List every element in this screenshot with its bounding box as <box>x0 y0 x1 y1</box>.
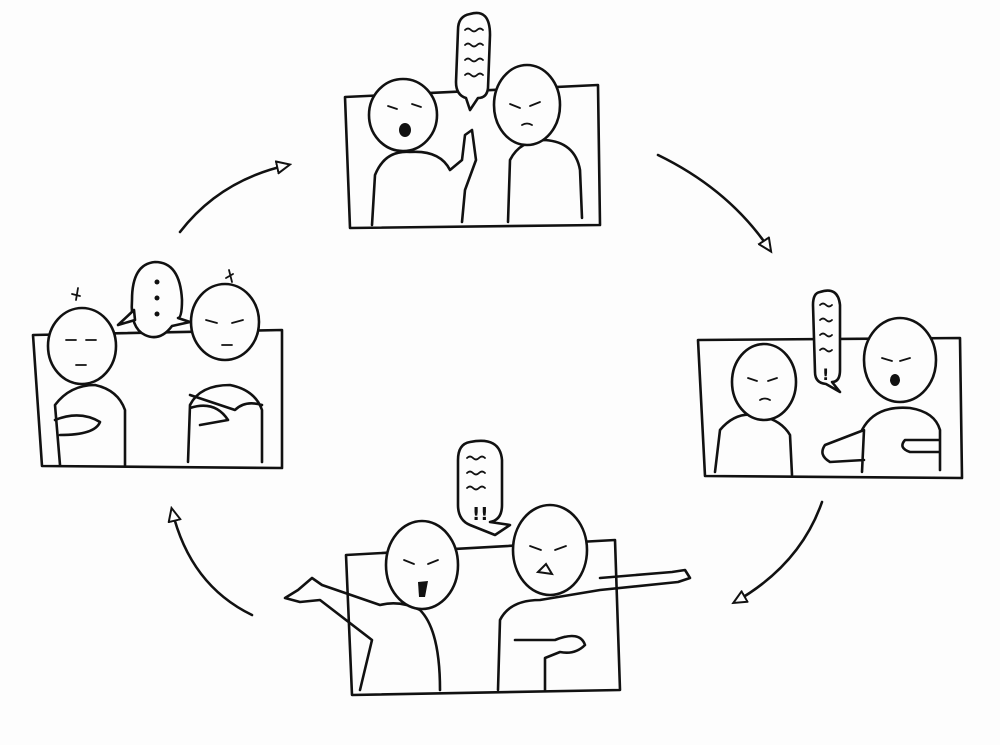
double-exclamation-mark: !! <box>472 504 488 525</box>
ellipsis-dot <box>154 311 160 317</box>
ellipsis-dot <box>154 295 160 301</box>
panel-right-arguing: ! <box>696 289 964 480</box>
cycle-arrow-top-to-right <box>656 153 770 250</box>
panel-top-explaining <box>343 11 602 230</box>
cycle-arrow-left-to-top <box>178 165 288 234</box>
cycle-arrow-bottom-to-left <box>172 510 254 617</box>
exclamation-mark: ! <box>822 365 829 384</box>
panel-left-silent-sulking <box>31 260 284 470</box>
ellipsis-dot <box>154 279 160 285</box>
cycle-arrow-right-to-bottom <box>735 500 824 602</box>
panel-bottom-shouting: !! <box>283 439 692 697</box>
